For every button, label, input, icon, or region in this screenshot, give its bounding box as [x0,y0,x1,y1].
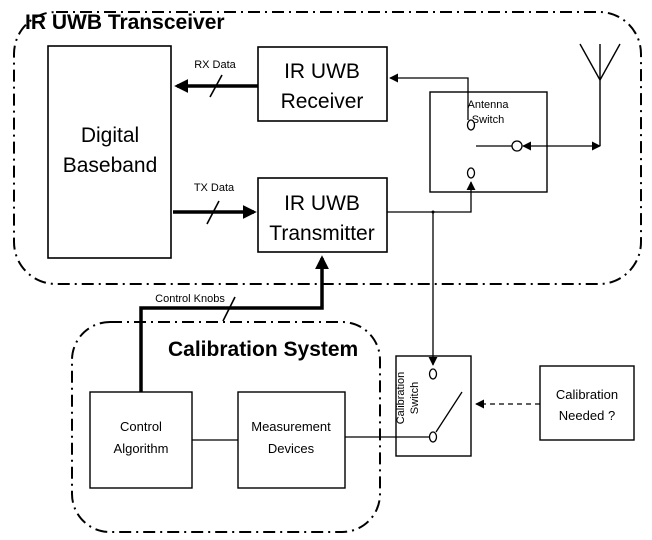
transmitter-label-2: Transmitter [269,222,374,245]
transmitter-label-1: IR UWB [284,192,360,215]
antenna-icon [579,43,621,146]
control-algorithm-block [89,391,193,489]
receiver-label-1: IR UWB [284,60,360,83]
rx-path-line [389,73,469,120]
digital-baseband-label-1: Digital [81,124,139,147]
calibration-needed-label-2: Needed ? [559,408,615,423]
control-algorithm-label-2: Algorithm [114,441,169,456]
digital-baseband-block [47,45,172,259]
antenna-switch-common-contact [511,140,523,152]
rx-data-bus-slash [209,74,223,98]
transmitter-block [257,177,388,253]
rx-data-label: RX Data [194,59,236,71]
transceiver-title: IR UWB Transceiver [25,11,225,34]
control-algorithm-label-1: Control [120,419,162,434]
antenna-switch-label-2: Switch [472,114,504,126]
control-knobs-bus-slash [222,296,236,322]
calibration-switch-top-contact [428,368,438,380]
measurement-devices-label-2: Devices [268,441,315,456]
digital-baseband-label-2: Baseband [63,154,158,177]
tx-data-label: TX Data [194,182,235,194]
calibration-switch-bottom-contact [428,431,438,443]
tx-tap-junction [431,210,435,214]
control-knobs-label: Control Knobs [155,293,225,305]
calibration-title: Calibration System [168,338,358,361]
calibration-switch-label-1: Calibration [395,372,407,425]
calibration-boundary [71,321,381,533]
calibration-switch-label-2: Switch [409,382,421,414]
antenna-switch-rx-contact [466,119,476,131]
calibration-needed-block [539,365,635,441]
calibration-needed-label-1: Calibration [556,387,618,402]
receiver-label-2: Receiver [281,90,364,113]
transceiver-boundary [13,11,642,285]
tx-data-bus-slash [206,200,220,225]
measurement-devices-label-1: Measurement [251,419,331,434]
measurement-devices-block [237,391,346,489]
tx-path-line [387,181,476,213]
control-knobs-bus [139,255,329,392]
antenna-switch-label-1: Antenna [468,99,510,111]
receiver-block [257,46,388,122]
calibration-switch-arm [435,391,463,433]
antenna-switch-tx-contact [466,167,476,179]
